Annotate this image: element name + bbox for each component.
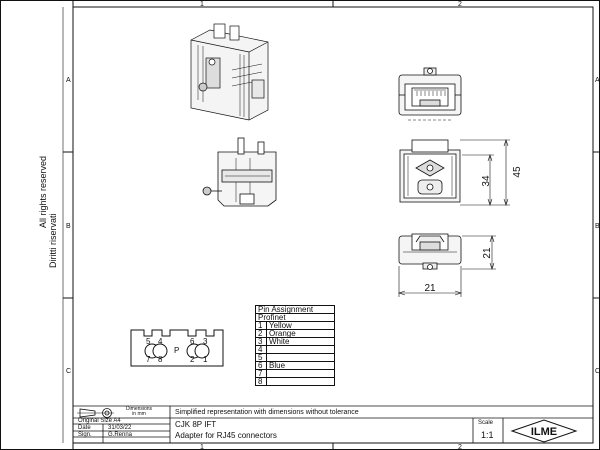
row-label-b-left: B — [66, 223, 71, 230]
sign-label: Sign. — [78, 432, 92, 438]
scale-label: Scale — [478, 420, 494, 426]
pinout-diagram — [130, 329, 224, 367]
pinout-labels: 5 4 P 6 3 7 8 2 1 — [146, 337, 208, 364]
col-label-1-top: 1 — [200, 1, 204, 8]
pin-label-bottom-3: 1 — [203, 355, 208, 364]
date-label: Date — [78, 425, 91, 431]
product-description: Adapter for RJ45 connectors — [175, 431, 277, 440]
table-row: 8 — [255, 377, 335, 386]
dimension-34 — [462, 154, 494, 206]
pin-table-title: Pin Assignment — [255, 305, 335, 314]
pin-pair-left-b — [152, 343, 168, 359]
diritti-note: Diritti riservati — [48, 213, 58, 268]
pin-color: White — [266, 337, 335, 346]
table-row: 7 — [255, 369, 335, 378]
col-label-2-bottom: 2 — [458, 444, 462, 450]
front-view-rj45 — [398, 67, 462, 121]
pin-label-top-0: 5 — [146, 337, 151, 346]
pin-number: 8 — [255, 377, 267, 386]
simplified-note: Simplified representation with dimension… — [175, 409, 359, 416]
dimension-21-vertical-label: 21 — [482, 247, 493, 259]
col-label-1-bottom: 1 — [200, 444, 204, 450]
original-size: Original Size A4 — [78, 418, 121, 424]
pin-label-top-1: 4 — [158, 337, 163, 346]
side-view — [202, 137, 277, 207]
logo-text: ILME — [531, 426, 557, 438]
row-label-b-right: B — [595, 223, 600, 230]
panel-view — [399, 139, 461, 203]
sign-value: G.Renna — [108, 432, 133, 438]
pin-color — [266, 345, 335, 354]
rights-note: All rights reserved — [38, 155, 48, 228]
col-label-2-top: 2 — [458, 1, 462, 8]
pin-label-bottom-0: 7 — [146, 355, 151, 364]
row-label-c-right: C — [595, 368, 600, 375]
pin-color — [266, 377, 335, 386]
pin-label-bottom-2: 2 — [190, 355, 195, 364]
pin-label-top-4: 3 — [203, 337, 208, 346]
isometric-view — [190, 23, 269, 121]
pin-pair-right-b — [194, 343, 210, 359]
bottom-view — [398, 233, 462, 270]
dimension-21-horizontal — [398, 266, 462, 297]
pin-color: Blue — [266, 361, 335, 370]
date-value: 31/03/22 — [108, 425, 132, 431]
pin-label-top-2: P — [174, 346, 179, 355]
dimension-34-label: 34 — [481, 175, 492, 187]
row-label-a-right: A — [595, 77, 600, 84]
projection-symbol-icon — [77, 408, 114, 418]
pin-label-bottom-1: 8 — [158, 355, 163, 364]
ilme-logo: ILME — [510, 419, 578, 443]
table-row: 4 — [255, 345, 335, 354]
dimensions-note: Dimensions in mm — [125, 406, 153, 417]
dimension-21-vertical — [462, 235, 496, 270]
table-row: 5 — [255, 353, 335, 362]
title-block — [73, 405, 593, 444]
pin-table-standard: Profinet — [255, 313, 335, 322]
pin-color — [266, 369, 335, 378]
scale-value: 1:1 — [481, 430, 494, 440]
dimension-45 — [460, 139, 510, 206]
row-label-c-left: C — [66, 368, 71, 375]
product-code: CJK 8P IFT — [175, 420, 217, 429]
dimension-21-horizontal-label: 21 — [424, 283, 436, 294]
row-label-a-left: A — [66, 77, 71, 84]
dimension-45-label: 45 — [512, 166, 523, 178]
pin-label-top-3: 6 — [190, 337, 195, 346]
